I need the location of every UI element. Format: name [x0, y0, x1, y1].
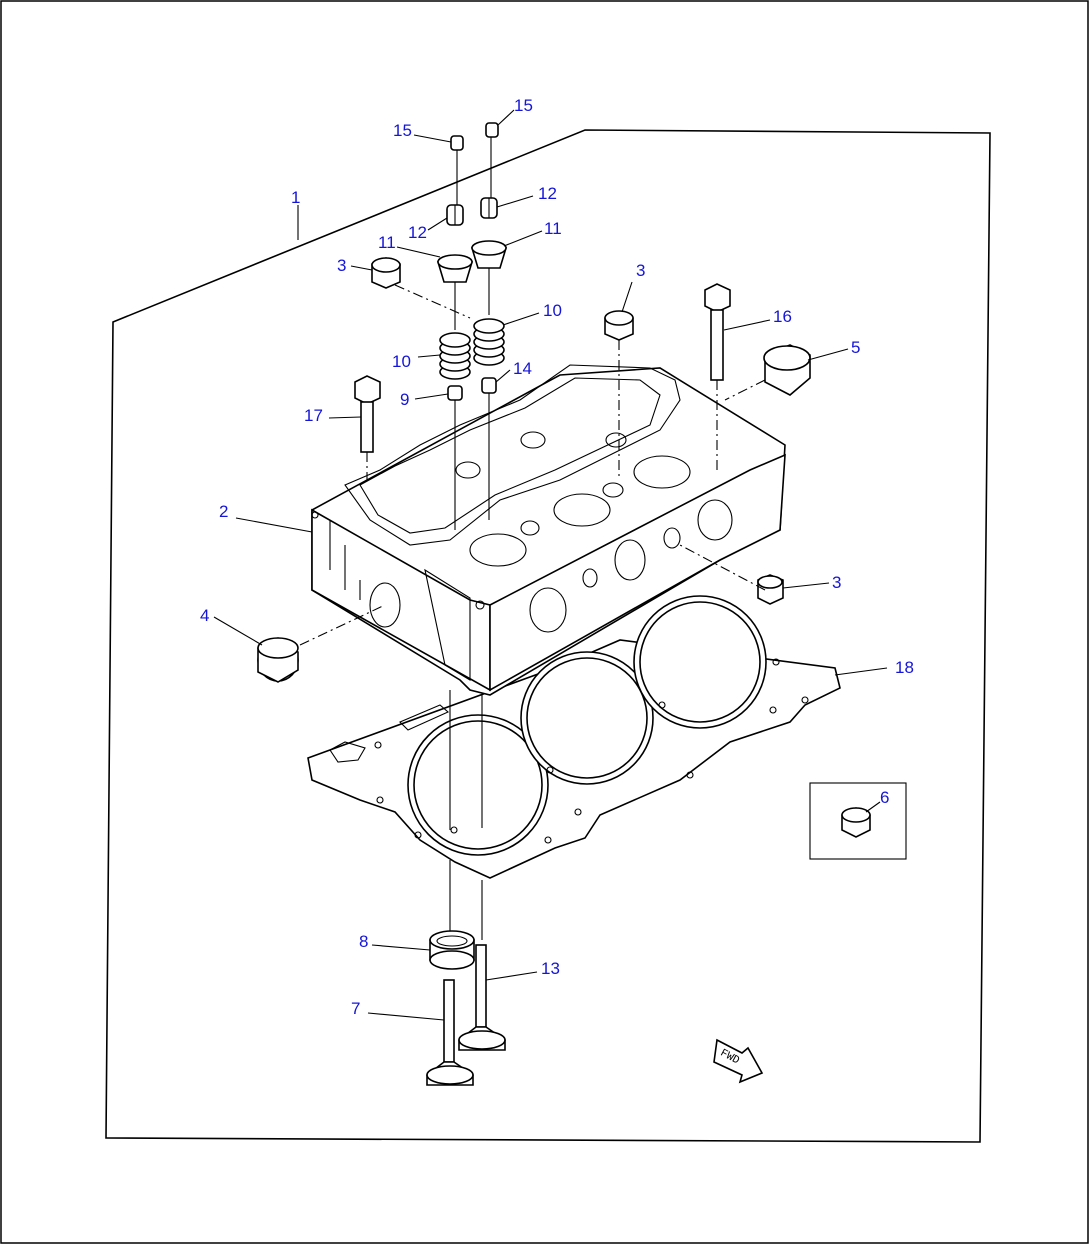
- spring-retainer-11-right: [470, 240, 508, 269]
- exhaust-valve-13: [458, 944, 506, 1051]
- callout-10-left: 10: [392, 352, 411, 371]
- centerline-plug-5: [724, 379, 766, 401]
- centerline-plug-3: [394, 284, 471, 319]
- valve-stem-seal-14: [481, 377, 497, 394]
- intake-valve-7: [426, 979, 474, 1086]
- bolt-17: [354, 375, 381, 480]
- callout-5: 5: [851, 338, 860, 357]
- callout-11-left: 11: [378, 233, 396, 252]
- callout-12-left: 12: [408, 223, 427, 242]
- callout-6: 6: [880, 788, 889, 807]
- callout-labels: 1 2 3 3 3 4 5 6 7 8 9 10 10 11 11 12 12 …: [200, 96, 914, 1018]
- expansion-plug-5: [763, 344, 811, 396]
- callout-3-left: 3: [337, 256, 346, 275]
- callout-4: 4: [200, 606, 209, 625]
- callout-15-right: 15: [514, 96, 533, 115]
- valve-cotter-15-left: [450, 135, 464, 151]
- expansion-plug-3-top: [604, 310, 634, 341]
- cylinder-head: [311, 364, 786, 696]
- head-gasket: [307, 595, 841, 879]
- callout-3-right: 3: [832, 573, 841, 592]
- centerline-plug-4: [299, 604, 386, 646]
- callout-1: 1: [291, 188, 300, 207]
- callout-10-right: 10: [543, 301, 562, 320]
- callout-12-right: 12: [538, 184, 557, 203]
- callout-2: 2: [219, 502, 228, 521]
- callout-18: 18: [895, 658, 914, 677]
- valve-seat-insert-8: [429, 930, 475, 970]
- expansion-plug-3-right: [757, 574, 784, 605]
- expansion-plug-4: [257, 637, 299, 683]
- callout-17: 17: [304, 406, 323, 425]
- bolt-16: [704, 283, 731, 470]
- callout-3-top: 3: [636, 261, 645, 280]
- valve-keeper-12-left: [446, 204, 464, 226]
- valve-cotter-15-right: [485, 122, 499, 138]
- valve-keeper-12-right: [480, 197, 498, 219]
- expansion-plug-3-left: [371, 257, 401, 289]
- fwd-arrow-icon: FWD: [713, 1038, 764, 1084]
- callout-8: 8: [359, 932, 368, 951]
- inset-box-6: [809, 782, 907, 860]
- callout-16: 16: [773, 307, 792, 326]
- callout-15-left: 15: [393, 121, 412, 140]
- callout-7: 7: [351, 999, 360, 1018]
- callout-11-right: 11: [544, 219, 562, 238]
- callout-13: 13: [541, 959, 560, 978]
- assembly-boundary: [105, 129, 991, 1143]
- centerline-plug-3-right: [679, 544, 766, 591]
- spring-retainer-11-left: [436, 254, 474, 283]
- callout-9: 9: [400, 390, 409, 409]
- valve-spring-10-right: [473, 318, 505, 366]
- leader-lines: [213, 109, 888, 1021]
- valve-spring-10-left: [439, 332, 471, 380]
- callout-14: 14: [513, 359, 532, 378]
- valve-stem-seal-9: [447, 385, 463, 401]
